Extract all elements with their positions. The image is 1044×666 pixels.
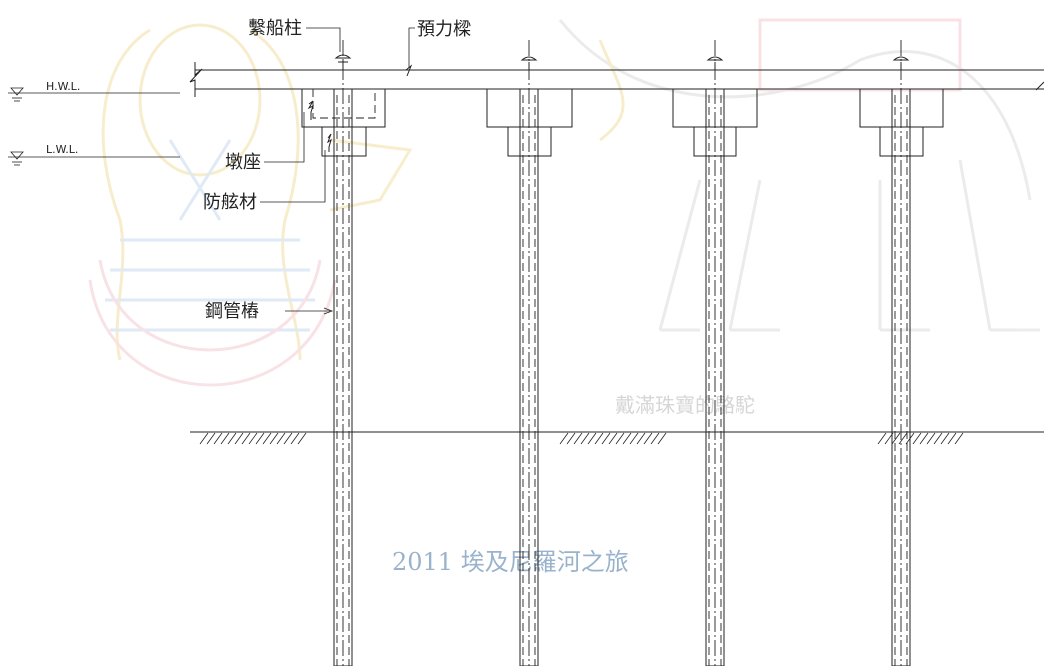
pier-bent-3 <box>672 40 758 666</box>
high-water-level: H.W.L. <box>8 80 180 102</box>
pier-bent-2 <box>486 40 573 666</box>
fender-label: 防舷材 <box>203 192 257 213</box>
prestressed-beam-label: 預力樑 <box>417 19 471 40</box>
pier-bent-1 <box>301 40 386 666</box>
pier-seat-label: 墩座 <box>225 152 261 173</box>
seabed-ground-line <box>190 431 1044 445</box>
callout-fender: 防舷材 <box>203 150 326 213</box>
mooring-post-label: 繫船柱 <box>248 18 302 39</box>
watermark-title: 2011 埃及尼羅河之旅 <box>392 548 629 576</box>
callout-steel-pipe-pile: 鋼管樁 <box>205 301 334 322</box>
background-watermark-illustration <box>88 18 1040 387</box>
callout-pier-seat: 墩座 <box>225 112 305 173</box>
low-water-level: L.W.L. <box>8 143 180 166</box>
pier-bent-4 <box>859 40 944 666</box>
lwl-label: L.W.L. <box>46 143 78 156</box>
hwl-label: H.W.L. <box>46 80 80 93</box>
steel-pipe-pile-label: 鋼管樁 <box>205 301 259 322</box>
prestressed-beam-deck <box>189 62 1044 97</box>
callout-prestressed-beam: 預力樑 <box>405 19 471 77</box>
watermark-caption: 戴滿珠寶的駱駝 <box>615 393 755 417</box>
callout-mooring-post: 繫船柱 <box>248 18 341 52</box>
